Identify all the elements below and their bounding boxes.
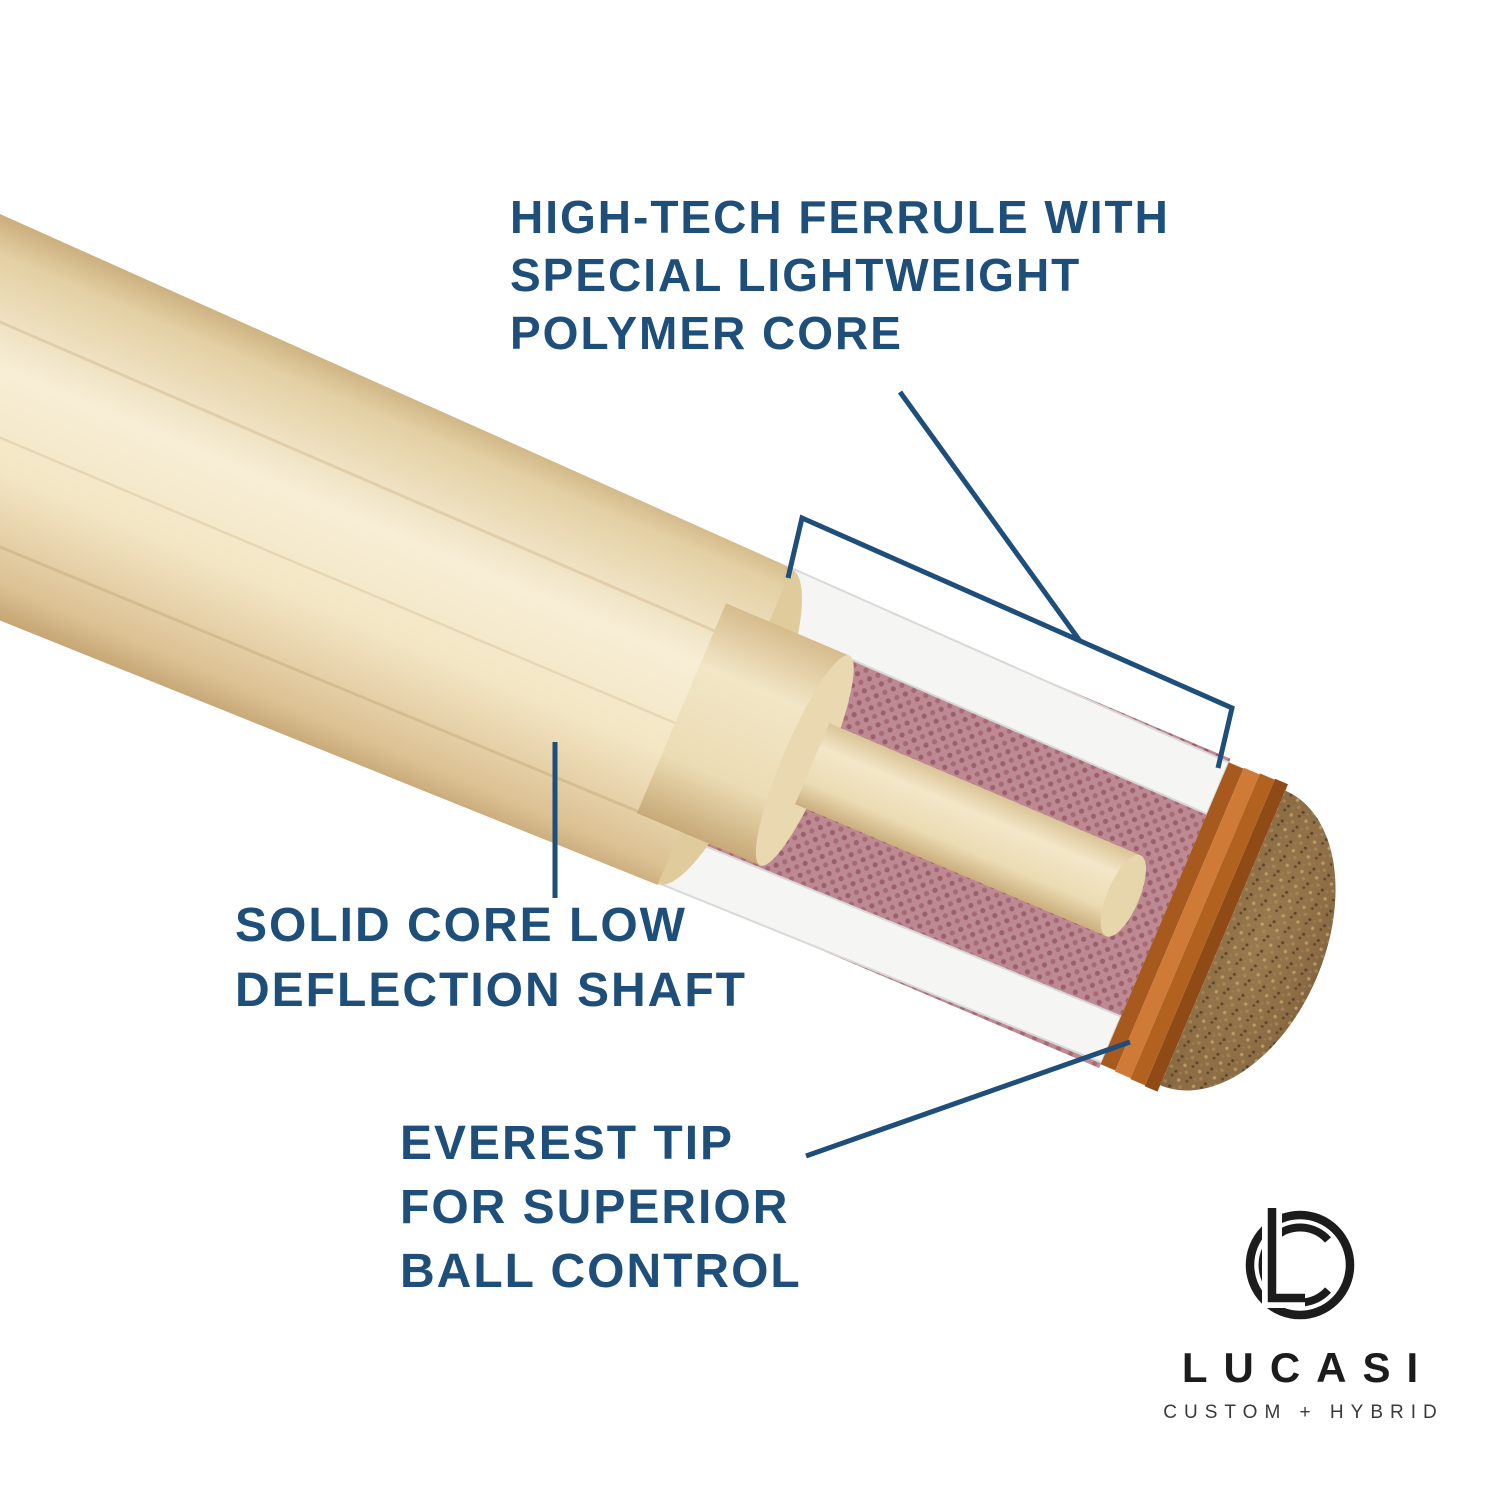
ferrule-leader-line xyxy=(897,390,1083,643)
core-rod xyxy=(795,723,1141,937)
shaft-annotation-line: SOLID CORE LOW xyxy=(235,899,687,952)
wood-grain-line xyxy=(0,251,706,737)
shaft-annotation: SOLID CORE LOW DEFLECTION SHAFT xyxy=(235,893,747,1023)
ferrule-annotation-line: HIGH-TECH FERRULE WITH xyxy=(510,191,1170,243)
tip-annotation-line: BALL CONTROL xyxy=(400,1245,802,1298)
shaft-wood xyxy=(0,55,792,885)
ferrule-bracket xyxy=(785,514,1235,769)
brand-tagline: CUSTOM + HYBRID xyxy=(1163,1402,1444,1423)
tip-annotation-line: EVEREST TIP xyxy=(400,1117,735,1170)
brand-name: LUCASI xyxy=(1181,1344,1435,1391)
brand-lockup: LUCASI CUSTOM + HYBRID xyxy=(1120,1200,1480,1424)
ferrule-annotation-line: SPECIAL LIGHTWEIGHT xyxy=(510,249,1082,301)
cue-tip-texture xyxy=(1160,790,1336,1091)
shaft-shoulder xyxy=(636,603,850,866)
tip-leader-line xyxy=(805,1039,1131,1159)
wood-grain-line xyxy=(0,347,650,818)
shoulder-face xyxy=(755,655,854,866)
ferrule-annotation-line: POLYMER CORE xyxy=(510,307,903,359)
tip-annotation-line: FOR SUPERIOR xyxy=(400,1181,790,1234)
wood-grain-line xyxy=(0,150,726,637)
shaft-annotation-line: DEFLECTION SHAFT xyxy=(235,964,747,1017)
cue-shaft xyxy=(0,55,1336,1092)
lucasi-logo-icon xyxy=(1245,1208,1355,1320)
core-rod-end xyxy=(1100,854,1146,937)
ferrule-annotation: HIGH-TECH FERRULE WITH SPECIAL LIGHTWEIG… xyxy=(510,188,1170,362)
annotation-lines xyxy=(552,390,1235,1159)
tip-annotation: EVEREST TIP FOR SUPERIOR BALL CONTROL xyxy=(400,1112,802,1304)
tip-collar xyxy=(1100,762,1288,1092)
